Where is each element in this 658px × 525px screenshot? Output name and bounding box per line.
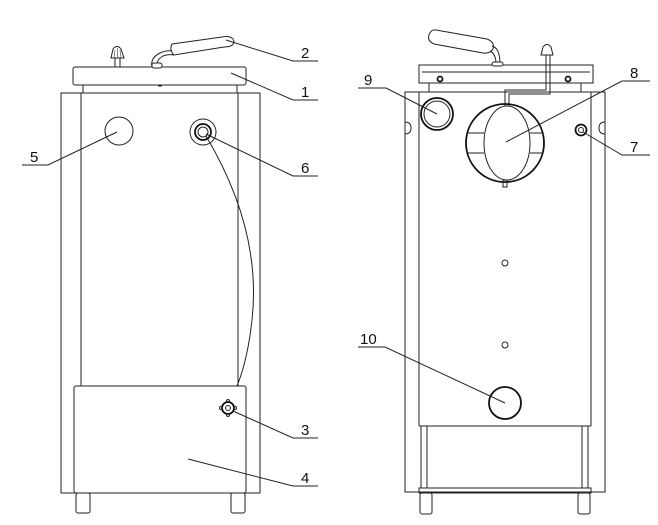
- hole: [501, 341, 509, 349]
- thermometer-6: [189, 118, 217, 146]
- callout-6: 6: [301, 160, 309, 177]
- callout-10: 10: [360, 331, 377, 348]
- front-foot-right: [230, 492, 246, 514]
- front-opening-5: [104, 116, 134, 146]
- lid: [72, 66, 247, 86]
- pipe: [504, 55, 547, 106]
- callout-9: 9: [364, 72, 372, 89]
- callout-8: 8: [630, 65, 638, 82]
- bolt-icon: [436, 75, 444, 83]
- rear-foot-right: [577, 492, 591, 515]
- lower-door-4: [73, 385, 247, 494]
- flue-opening-9: [420, 97, 454, 131]
- rear-view: [404, 29, 606, 515]
- fitting-7: [574, 123, 588, 137]
- callout-2: 2: [301, 45, 309, 62]
- capillary-wire: [205, 135, 254, 405]
- rear-knob-icon: [540, 44, 554, 56]
- bolt-icon: [564, 75, 572, 83]
- front-view: [60, 36, 261, 514]
- rear-foot-left: [419, 492, 433, 515]
- callout-4: 4: [301, 470, 309, 487]
- knob-icon: [110, 46, 125, 68]
- front-foot-left: [75, 492, 91, 514]
- handle: [151, 36, 235, 69]
- callout-3: 3: [301, 422, 309, 439]
- ash-drawer: [418, 425, 592, 494]
- hole: [501, 259, 509, 267]
- opening-10: [488, 386, 522, 420]
- fan-8: [465, 103, 545, 188]
- callout-1: 1: [301, 84, 309, 101]
- rear-handle: [428, 29, 504, 67]
- callout-5: 5: [30, 149, 38, 166]
- regulator-3: [219, 399, 237, 417]
- callout-leaders: [22, 39, 650, 487]
- callout-7: 7: [630, 139, 638, 156]
